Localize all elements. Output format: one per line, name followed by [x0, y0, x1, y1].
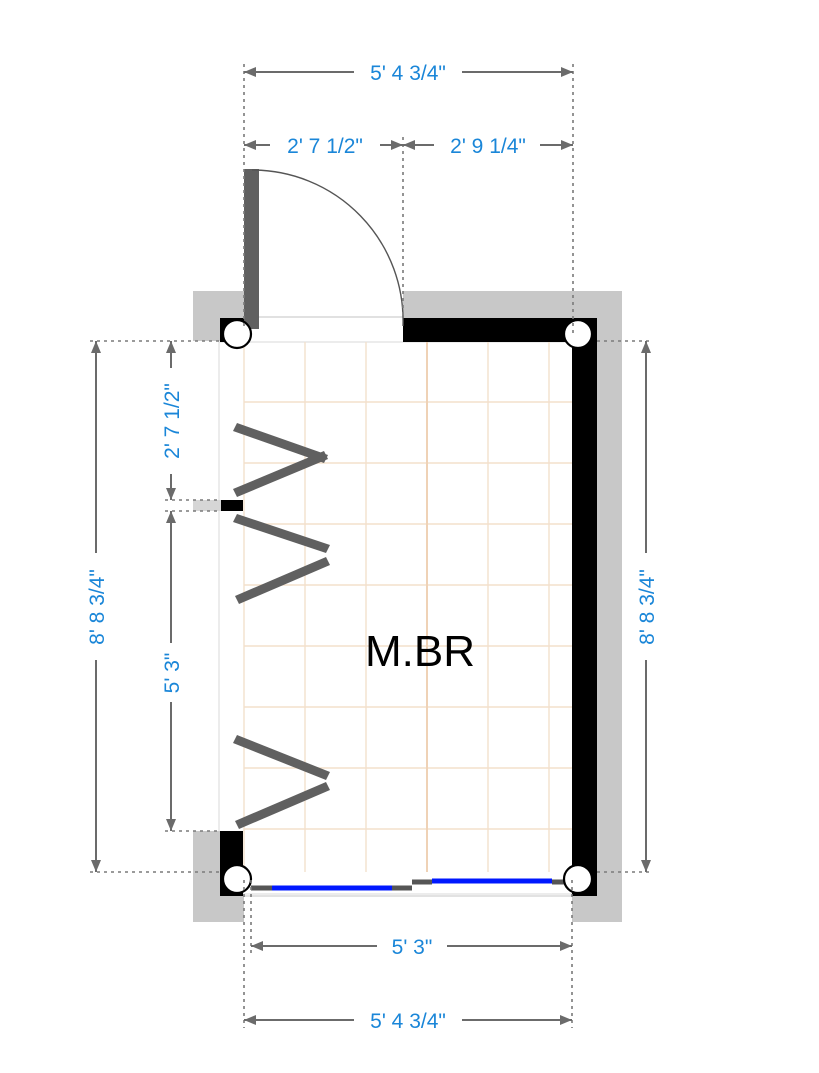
- bifold-door-3a: [233, 735, 330, 780]
- bifold-door-2b: [235, 557, 330, 604]
- room-label: M.BR: [365, 627, 475, 676]
- dimension-label-bottom-overall: 5' 4 3/4": [370, 1010, 446, 1033]
- wall-left-partition: [221, 500, 243, 511]
- dimension-label-top-overall: 5' 4 3/4": [370, 62, 446, 85]
- dimension-top-door: 2' 7 1/2": [244, 135, 403, 158]
- dimension-right-overall: 8' 8 3/4": [636, 341, 659, 872]
- dimension-bottom-window: 5' 3": [251, 936, 572, 959]
- bifold-door-2a: [233, 514, 330, 553]
- dimension-left-overall: 8' 8 3/4": [86, 341, 109, 872]
- extension-lines: [90, 64, 653, 1028]
- bottom-windows: [244, 878, 572, 897]
- corner-node-bottom-right: [562, 863, 594, 895]
- dimension-label-right-overall: 8' 8 3/4": [636, 569, 659, 645]
- dimension-left-upper: 2' 7 1/2": [161, 341, 184, 500]
- bifold-door-3b: [235, 782, 330, 829]
- dimension-label-top-wall: 2' 9 1/4": [450, 135, 526, 158]
- bifold-door-1a: [233, 423, 328, 463]
- floor-area: [218, 341, 576, 895]
- dimension-left-lower: 5' 3": [161, 511, 184, 831]
- entry-door: [244, 169, 404, 329]
- corner-nodes: [221, 318, 594, 895]
- floor-grid: [218, 341, 576, 895]
- door-swing-arc: [251, 169, 404, 327]
- corner-node-bottom-left: [221, 863, 253, 895]
- dimension-top-overall: 5' 4 3/4": [244, 62, 573, 85]
- wall-right: [572, 318, 597, 896]
- dimension-label-left-upper: 2' 7 1/2": [161, 383, 184, 459]
- dimension-bottom-overall: 5' 4 3/4": [244, 1010, 572, 1033]
- dimension-label-left-overall: 8' 8 3/4": [86, 569, 109, 645]
- dimension-label-left-lower: 5' 3": [161, 653, 184, 694]
- closet-folding-doors: [233, 423, 330, 829]
- dimension-top-wall: 2' 9 1/4": [403, 135, 573, 158]
- corner-node-top-left: [221, 318, 253, 350]
- corner-node-top-right: [562, 318, 594, 350]
- dimension-label-bottom-window: 5' 3": [392, 936, 433, 959]
- dimension-label-top-door: 2' 7 1/2": [287, 135, 363, 158]
- bifold-door-1b: [233, 451, 328, 497]
- door-leaf: [244, 169, 259, 329]
- wall-shell: [193, 291, 622, 922]
